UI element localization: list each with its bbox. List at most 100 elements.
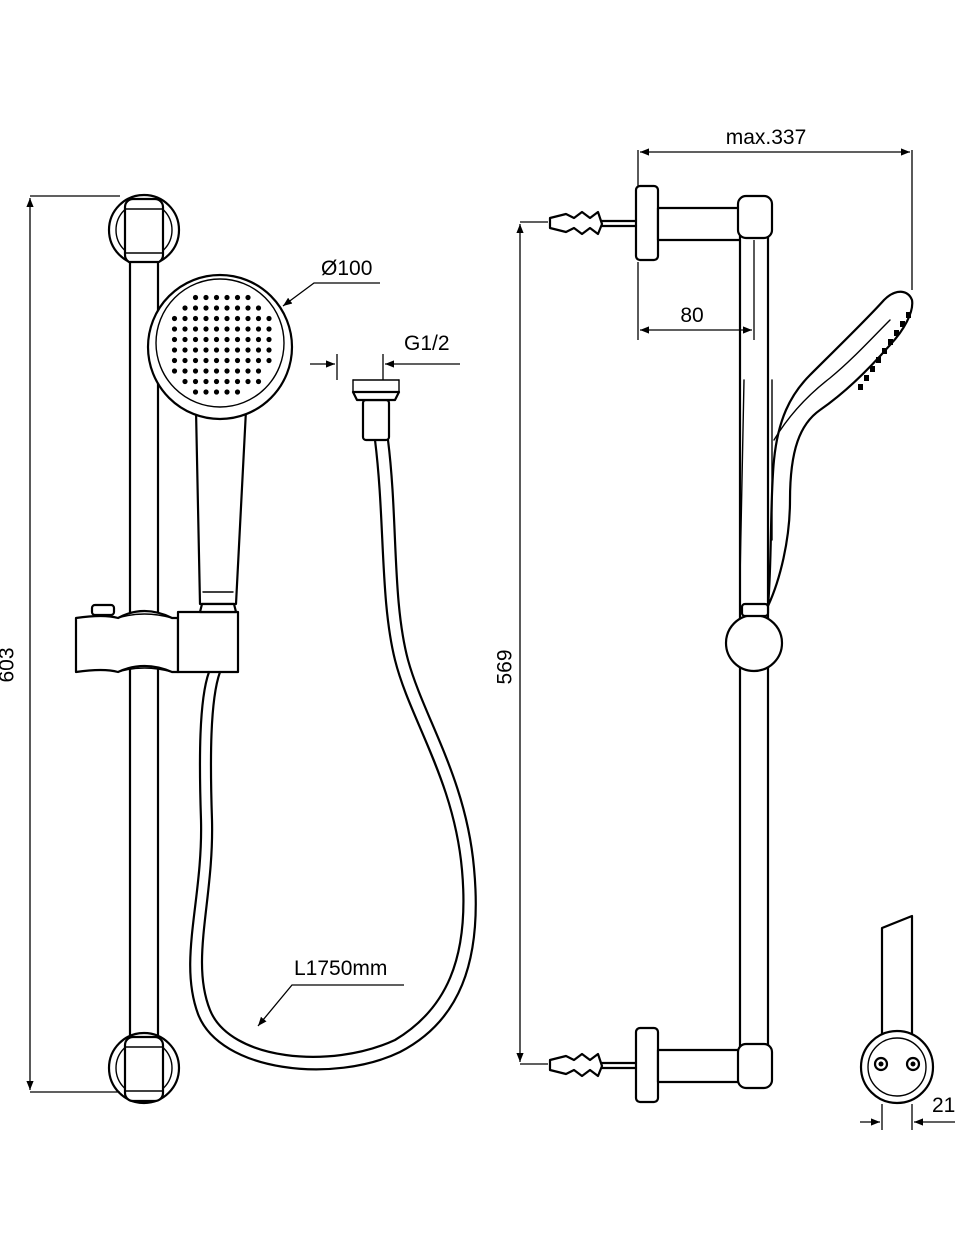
spray-nozzle bbox=[192, 378, 199, 385]
dim-hose-thread: G1/2 bbox=[404, 332, 450, 355]
spray-nozzle bbox=[213, 368, 220, 374]
spray-nozzle bbox=[234, 368, 241, 374]
spray-nozzle bbox=[192, 389, 199, 395]
spray-nozzle bbox=[224, 336, 230, 343]
spray-nozzle bbox=[203, 305, 209, 311]
side-bottom-wall-plate bbox=[634, 1026, 660, 1104]
spray-nozzle bbox=[245, 315, 251, 322]
spray-nozzle bbox=[182, 357, 188, 364]
spray-nozzle bbox=[213, 357, 220, 364]
spray-nozzle bbox=[203, 336, 209, 343]
dim-total-height: 603 bbox=[0, 647, 19, 682]
spray-nozzle bbox=[171, 347, 178, 353]
front-hand-shower bbox=[146, 273, 294, 614]
spray-nozzle bbox=[171, 368, 178, 374]
spray-nozzle bbox=[182, 378, 188, 385]
spray-nozzle bbox=[192, 315, 199, 322]
spray-nozzle bbox=[182, 305, 188, 311]
spray-nozzle bbox=[192, 326, 199, 332]
dimension-labels: 603 569 Ø100 G1/2 L1750mm max.337 80 21 bbox=[0, 126, 955, 1117]
spray-nozzle bbox=[192, 347, 199, 353]
spray-nozzle bbox=[255, 336, 262, 343]
side-spray-nozzle bbox=[876, 357, 881, 363]
spray-nozzle bbox=[171, 326, 178, 332]
spray-nozzle bbox=[266, 315, 272, 322]
side-bottom-bracket-arm bbox=[656, 1048, 744, 1084]
spray-nozzle bbox=[245, 368, 251, 374]
spray-nozzle bbox=[203, 326, 209, 332]
spray-nozzle bbox=[245, 378, 251, 385]
spray-nozzle bbox=[213, 389, 220, 395]
dim-end-detail: 21 bbox=[932, 1094, 955, 1117]
spray-nozzle bbox=[203, 389, 209, 395]
front-top-bracket bbox=[107, 193, 181, 267]
side-view bbox=[548, 184, 914, 1104]
spray-nozzle bbox=[213, 336, 220, 343]
front-shower-hose bbox=[189, 379, 477, 1071]
spray-nozzle bbox=[234, 336, 241, 343]
spray-nozzle bbox=[203, 294, 209, 301]
front-bottom-bracket bbox=[107, 1031, 181, 1105]
spray-nozzle bbox=[266, 326, 272, 332]
dim-max-projection: max.337 bbox=[726, 126, 807, 149]
spray-nozzle bbox=[203, 368, 209, 374]
spray-nozzle bbox=[192, 368, 199, 374]
front-slider-holder bbox=[74, 603, 240, 674]
spray-nozzle bbox=[213, 305, 220, 311]
spray-nozzle bbox=[234, 357, 241, 364]
spray-nozzle bbox=[234, 389, 241, 395]
spray-nozzle bbox=[245, 357, 251, 364]
spray-nozzle bbox=[213, 326, 220, 332]
side-top-wall-plate bbox=[634, 184, 660, 262]
spray-nozzle bbox=[224, 305, 230, 311]
spray-nozzle bbox=[255, 315, 262, 322]
spray-nozzle bbox=[255, 368, 262, 374]
side-spray-nozzle bbox=[882, 348, 887, 354]
spray-nozzle bbox=[234, 305, 241, 311]
side-slider-collar bbox=[740, 602, 770, 618]
spray-nozzle bbox=[171, 315, 178, 322]
spray-nozzle bbox=[255, 326, 262, 332]
spray-nozzle bbox=[224, 357, 230, 364]
side-spray-nozzle bbox=[900, 321, 905, 327]
spray-nozzle bbox=[266, 336, 272, 343]
spray-nozzle bbox=[182, 336, 188, 343]
side-spray-nozzles bbox=[858, 312, 911, 390]
spray-nozzle bbox=[203, 347, 209, 353]
spray-nozzle bbox=[192, 294, 199, 301]
spray-nozzle bbox=[266, 357, 272, 364]
spray-nozzle bbox=[234, 347, 241, 353]
spray-nozzle bbox=[192, 357, 199, 364]
spray-nozzle bbox=[203, 357, 209, 364]
spray-nozzle bbox=[224, 347, 230, 353]
side-top-bracket-arm bbox=[656, 206, 744, 242]
spray-nozzle bbox=[245, 326, 251, 332]
spray-nozzle bbox=[182, 347, 188, 353]
spray-nozzle bbox=[255, 378, 262, 385]
spray-nozzle bbox=[171, 336, 178, 343]
front-view bbox=[74, 193, 477, 1105]
side-slider-knob bbox=[724, 613, 784, 673]
spray-nozzle bbox=[192, 305, 199, 311]
side-spray-nozzle bbox=[864, 375, 869, 381]
dim-bracket-spacing: 569 bbox=[494, 649, 517, 684]
spray-nozzle bbox=[234, 315, 241, 322]
rail-end-detail bbox=[859, 914, 935, 1105]
side-rail-bottom-cap bbox=[736, 1042, 774, 1090]
side-bottom-wall-anchor bbox=[548, 1052, 638, 1078]
spray-nozzle bbox=[255, 305, 262, 311]
side-spray-nozzle bbox=[906, 312, 911, 318]
spray-nozzle bbox=[255, 347, 262, 353]
spray-nozzle bbox=[245, 305, 251, 311]
spray-nozzle bbox=[203, 378, 209, 385]
side-spray-nozzle bbox=[858, 384, 863, 390]
spray-nozzle bbox=[182, 368, 188, 374]
spray-nozzle bbox=[213, 378, 220, 385]
hose-length-leader bbox=[257, 984, 404, 1027]
spray-nozzle bbox=[234, 378, 241, 385]
spray-nozzle bbox=[224, 368, 230, 374]
dim-bracket-projection: 80 bbox=[680, 304, 703, 327]
spray-nozzle bbox=[213, 347, 220, 353]
